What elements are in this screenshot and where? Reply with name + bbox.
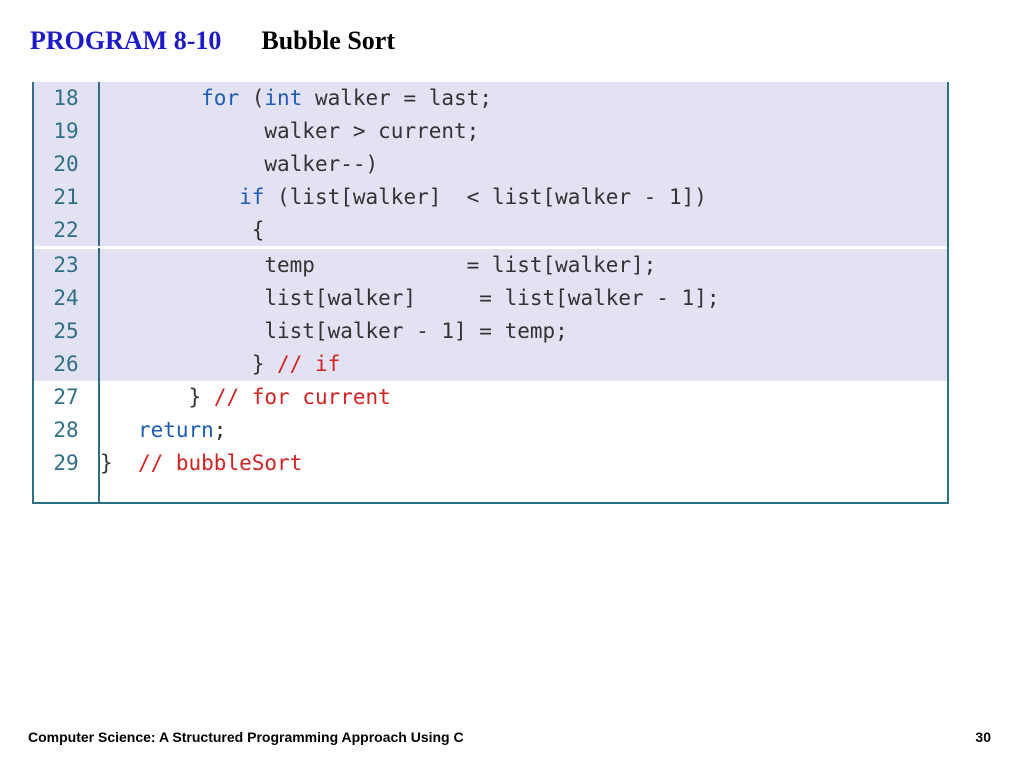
code-line: 28 return; xyxy=(34,414,947,447)
code-text: } // for current xyxy=(100,381,391,414)
footer-page-number: 30 xyxy=(975,729,991,745)
code-comment: // if xyxy=(277,352,341,376)
code-comment: // bubbleSort xyxy=(137,451,303,475)
code-segment xyxy=(100,218,252,242)
code-listing: 18 for (int walker = last;19 walker > cu… xyxy=(32,82,949,504)
code-line: 26 } // if xyxy=(34,348,947,381)
program-name: Bubble Sort xyxy=(261,26,396,55)
code-segment: walker > current; xyxy=(264,119,480,143)
code-line: 29} // bubbleSort xyxy=(34,447,947,480)
listing-break xyxy=(34,246,947,248)
code-text: } // bubbleSort xyxy=(100,447,302,480)
code-segment: ( xyxy=(239,86,265,110)
code-line: 23 temp = list[walker]; xyxy=(34,249,947,282)
line-number: 24 xyxy=(53,286,79,310)
code-segment: list[walker] = list[walker - 1]; xyxy=(251,286,720,310)
code-segment: temp = list[walker]; xyxy=(251,253,657,277)
code-segment xyxy=(100,152,264,176)
code-line: 24 list[walker] = list[walker - 1]; xyxy=(34,282,947,315)
code-segment: ; xyxy=(213,418,227,442)
code-text: } // if xyxy=(100,348,341,381)
slide-title: PROGRAM 8-10 Bubble Sort xyxy=(30,26,395,58)
code-line: 27 } // for current xyxy=(34,381,947,414)
code-line: 25 list[walker - 1] = temp; xyxy=(34,315,947,348)
gutter-divider xyxy=(98,82,100,502)
line-number: 23 xyxy=(53,253,79,277)
code-segment xyxy=(100,253,252,277)
code-segment: list[walker - 1] = temp; xyxy=(251,319,568,343)
code-segment: walker--) xyxy=(264,152,379,176)
code-segment xyxy=(100,86,201,110)
code-line: 19 walker > current; xyxy=(34,115,947,148)
code-segment xyxy=(100,319,252,343)
code-line: 20 walker--) xyxy=(34,148,947,181)
code-segment: } xyxy=(188,385,214,409)
code-text: if (list[walker] < list[walker - 1]) xyxy=(100,181,707,214)
line-number: 29 xyxy=(53,451,79,475)
code-segment: } xyxy=(100,451,138,475)
code-text: list[walker] = list[walker - 1]; xyxy=(100,282,720,315)
code-keyword: for xyxy=(201,86,240,110)
line-number: 27 xyxy=(53,385,79,409)
code-segment: { xyxy=(251,218,265,242)
code-text: walker--) xyxy=(100,148,378,181)
code-text: temp = list[walker]; xyxy=(100,249,656,282)
code-segment xyxy=(100,418,138,442)
code-segment xyxy=(100,119,264,143)
code-segment xyxy=(100,286,252,310)
code-segment xyxy=(100,352,252,376)
code-text: list[walker - 1] = temp; xyxy=(100,315,568,348)
line-number: 18 xyxy=(53,86,79,110)
program-number: PROGRAM 8-10 xyxy=(30,26,222,55)
code-text: for (int walker = last; xyxy=(100,82,492,115)
line-number: 28 xyxy=(53,418,79,442)
code-line: 22 { xyxy=(34,214,947,247)
code-text: walker > current; xyxy=(100,115,479,148)
line-number: 19 xyxy=(53,119,79,143)
code-segment: } xyxy=(251,352,278,376)
line-number: 26 xyxy=(53,352,79,376)
line-number: 20 xyxy=(53,152,79,176)
code-keyword: int xyxy=(264,86,303,110)
code-segment xyxy=(100,385,189,409)
code-line: 18 for (int walker = last; xyxy=(34,82,947,115)
code-text: { xyxy=(100,214,265,247)
code-text: return; xyxy=(100,414,227,447)
line-number: 21 xyxy=(53,185,79,209)
code-comment: // for current xyxy=(213,385,391,409)
code-line: 21 if (list[walker] < list[walker - 1]) xyxy=(34,181,947,214)
code-segment: (list[walker] < list[walker - 1]) xyxy=(264,185,707,209)
code-segment xyxy=(100,185,239,209)
code-keyword: return xyxy=(137,418,214,442)
line-number: 22 xyxy=(53,218,79,242)
line-number: 25 xyxy=(53,319,79,343)
code-segment: walker = last; xyxy=(302,86,492,110)
footer-book-title: Computer Science: A Structured Programmi… xyxy=(28,729,464,745)
code-keyword: if xyxy=(239,185,265,209)
